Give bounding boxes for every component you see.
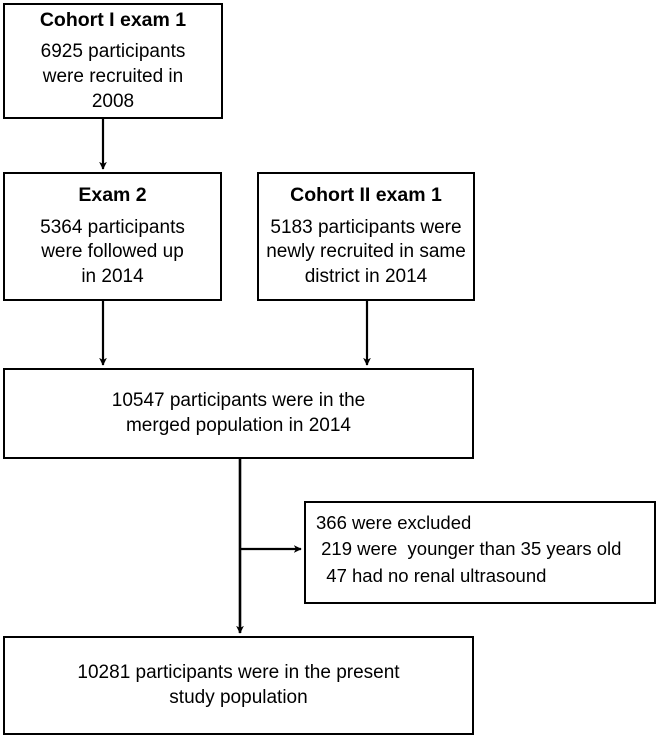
node-exam2: Exam 2 5364 participants were followed u…: [3, 172, 222, 301]
node-final-body: 10281 participants were in the present s…: [77, 661, 400, 708]
node-exam2-title: Exam 2: [78, 184, 147, 207]
node-cohort1-exam1: Cohort I exam 1 6925 participants were r…: [3, 3, 223, 119]
node-cohort1-title: Cohort I exam 1: [39, 8, 187, 31]
node-final-study-population: 10281 participants were in the present s…: [3, 636, 474, 735]
node-cohort2-title: Cohort II exam 1: [290, 184, 442, 207]
node-cohort1-body: 6925 participants were recruited in 2008: [40, 41, 186, 112]
node-cohort2-exam1: Cohort II exam 1 5183 participants were …: [257, 172, 475, 301]
node-cohort2-body: 5183 participants were newly recruited i…: [266, 216, 466, 288]
node-exam2-body: 5364 participants were followed up in 20…: [40, 216, 185, 288]
node-merged-population: 10547 participants were in the merged po…: [3, 368, 474, 459]
node-merged-body: 10547 participants were in the merged po…: [111, 389, 366, 436]
node-excluded-body: 366 were excluded 219 were younger than …: [316, 512, 622, 586]
node-excluded: 366 were excluded 219 were younger than …: [304, 501, 656, 604]
